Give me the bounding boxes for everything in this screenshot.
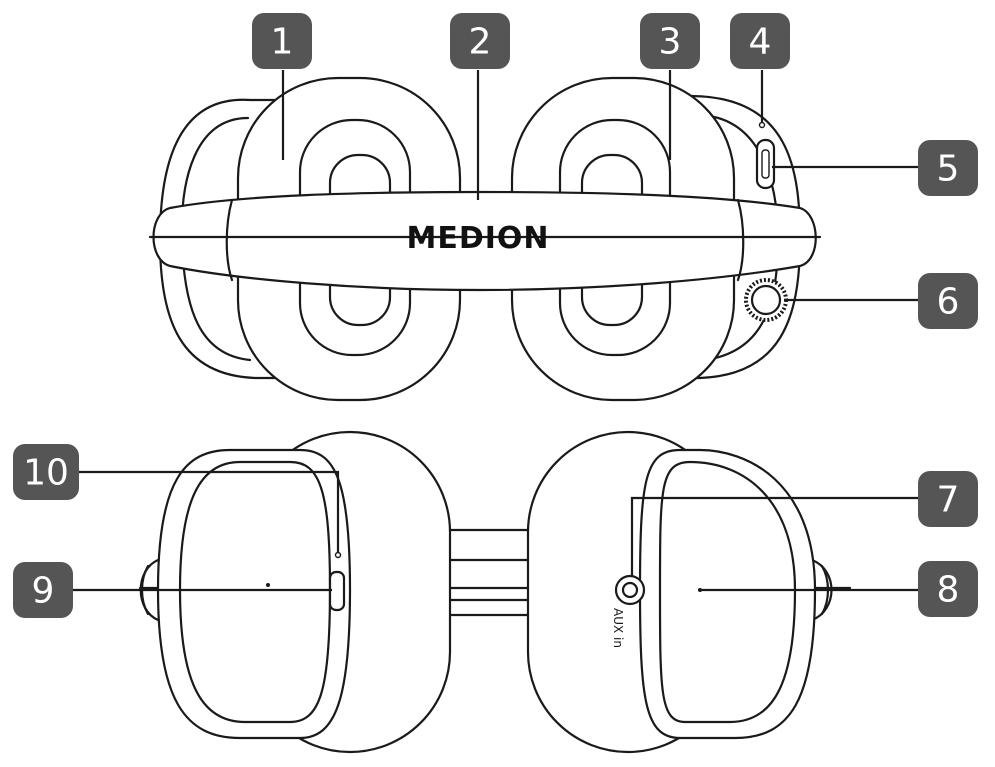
headband xyxy=(152,190,817,292)
callout-badge-2: 2 xyxy=(450,13,510,69)
callout-number: 3 xyxy=(659,22,682,63)
callout-number: 1 xyxy=(271,22,294,63)
callout-badge-5: 5 xyxy=(918,140,978,196)
volume-wheel xyxy=(744,278,788,322)
microphone-slot xyxy=(755,138,776,190)
callout-number: 6 xyxy=(937,282,960,323)
callout-lines xyxy=(70,70,922,592)
callout-number: 4 xyxy=(749,22,772,63)
aux-in-label: AUX in xyxy=(611,608,625,648)
callout-number: 7 xyxy=(937,480,960,521)
left-ear-cup xyxy=(156,448,352,740)
callout-number: 10 xyxy=(23,453,69,494)
callout-number: 9 xyxy=(32,571,55,612)
callout-badge-4: 4 xyxy=(730,13,790,69)
callout-number: 8 xyxy=(937,570,960,611)
right-ear-cup xyxy=(638,448,817,740)
power-switch xyxy=(328,570,346,612)
headset-bottom-view: AUX in xyxy=(138,430,852,754)
brand-logo: MEDION xyxy=(406,221,549,256)
callout-badge-8: 8 xyxy=(918,561,978,617)
callout-badge-1: 1 xyxy=(252,13,312,69)
callout-badge-10: 10 xyxy=(13,444,79,500)
callout-badge-9: 9 xyxy=(13,562,73,618)
callout-badge-6: 6 xyxy=(918,273,978,329)
aux-in-jack xyxy=(614,574,646,606)
callout-number: 5 xyxy=(937,149,960,190)
callout-badge-3: 3 xyxy=(640,13,700,69)
headset-top-view: MEDION xyxy=(148,76,822,402)
callout-number: 2 xyxy=(469,22,492,63)
callout-badge-7: 7 xyxy=(918,471,978,527)
